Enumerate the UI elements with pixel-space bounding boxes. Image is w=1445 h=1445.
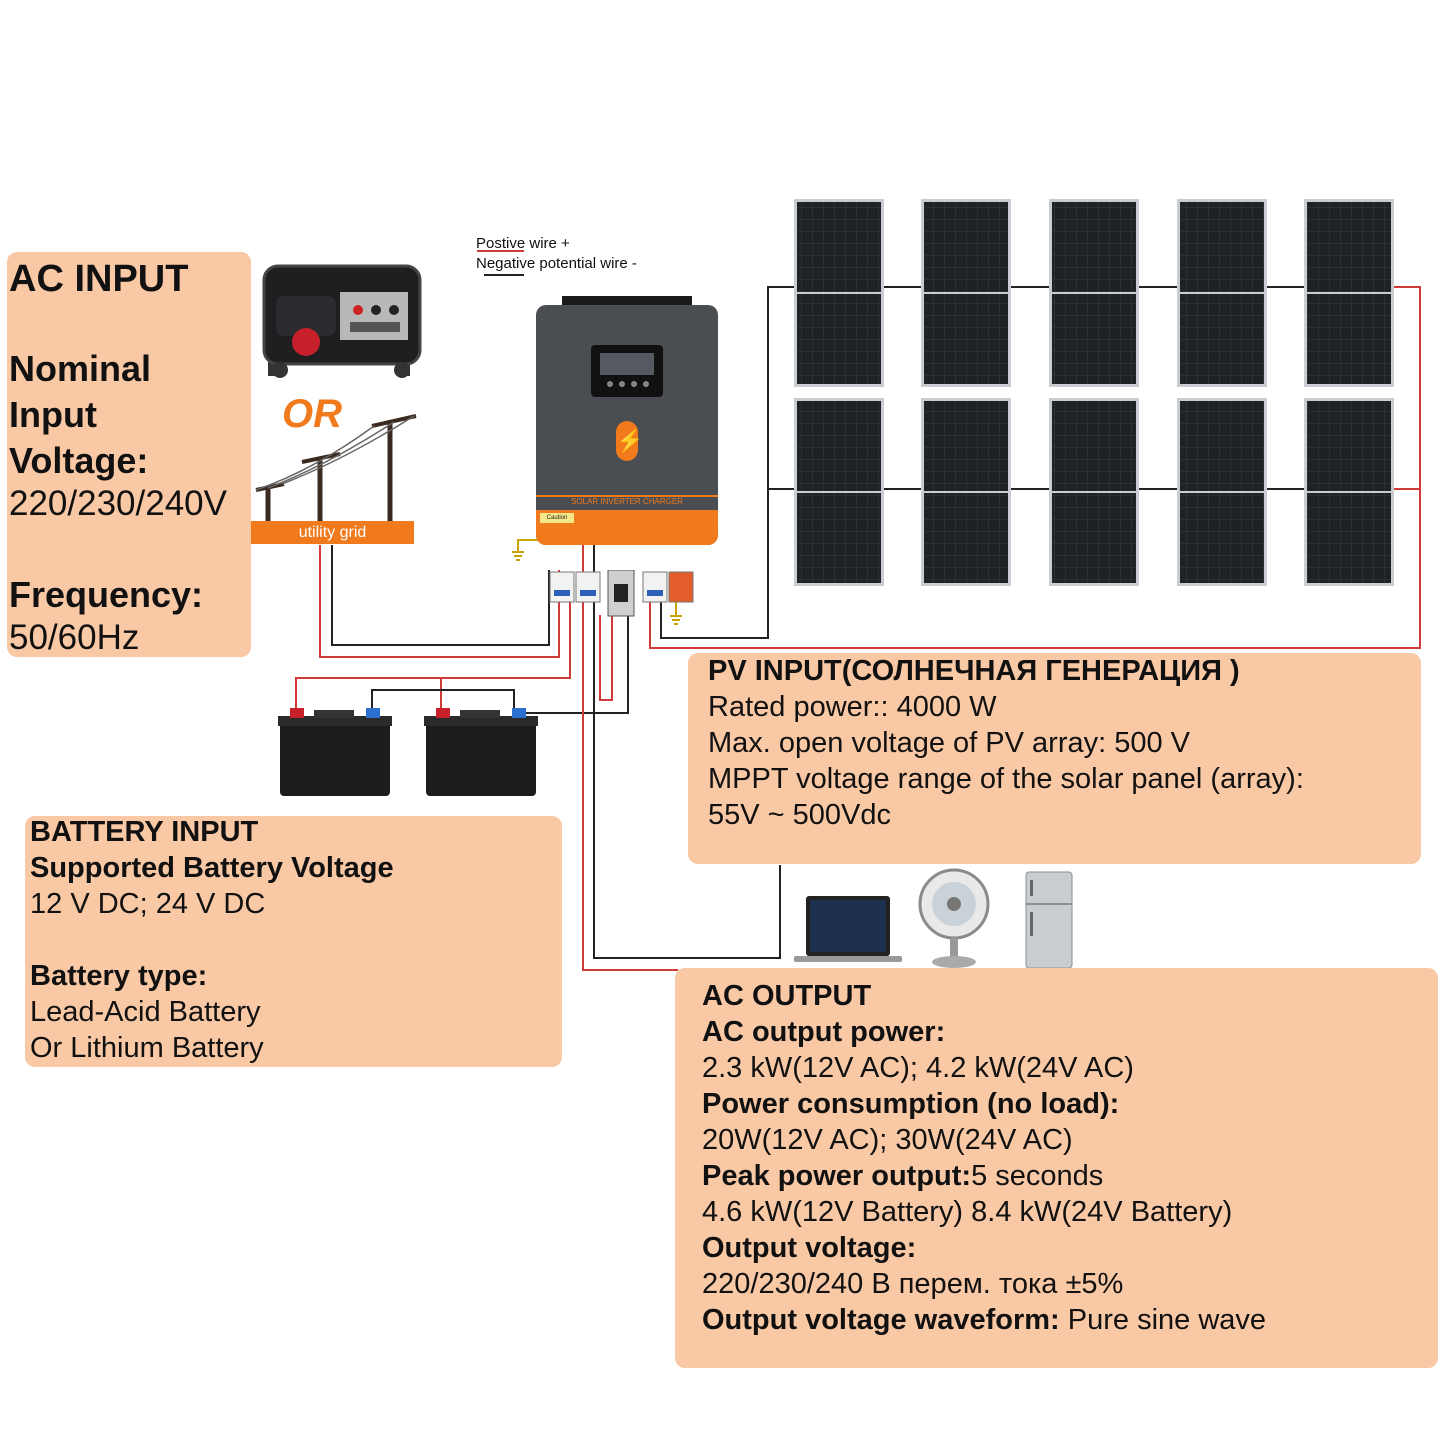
battery-voltage-label: Supported Battery Voltage (30, 852, 394, 884)
battery-type-value-1: Lead-Acid Battery (30, 996, 261, 1028)
inverter-display (591, 345, 663, 397)
positive-wire-legend: Postive wire + (476, 235, 570, 252)
ground-icon (512, 539, 540, 561)
refrigerator-icon (1025, 871, 1073, 969)
inverter-icon: ⚡ SOLAR INVERTER CHARGER Caution (536, 305, 718, 545)
ac-output-power-label: AC output power: (702, 1016, 946, 1048)
fan-icon (918, 868, 990, 968)
peak-power-line: Peak power output:5 seconds (702, 1160, 1103, 1193)
waveform-line: Output voltage waveform: Pure sine wave (702, 1304, 1266, 1337)
pv-input-panel: PV INPUT(СОЛНЕЧНАЯ ГЕНЕРАЦИЯ ) Rated pow… (688, 653, 1421, 864)
ac-output-power-value: 2.3 kW(12V AC); 4.2 kW(24V AC) (702, 1052, 1134, 1084)
power-consumption-label: Power consumption (no load): (702, 1088, 1120, 1120)
lightning-icon: ⚡ (616, 421, 643, 461)
output-voltage-value: 220/230/240 В перем. тока ±5% (702, 1268, 1124, 1300)
ac-output-title: AC OUTPUT (702, 980, 872, 1012)
inverter-mount-bracket (562, 296, 692, 306)
waveform-label: Output voltage waveform: (702, 1304, 1060, 1336)
peak-power-value: 4.6 kW(12V Battery) 8.4 kW(24V Battery) (702, 1196, 1233, 1228)
appliances (794, 868, 1073, 969)
grid-positive-wire (319, 545, 560, 658)
breaker-icon (549, 570, 694, 617)
frequency-value: 50/60Hz (9, 618, 140, 657)
battery-input-title: BATTERY INPUT (30, 816, 259, 848)
nominal-voltage-label-2: Input (9, 394, 97, 435)
nominal-voltage-label-1: Nominal (9, 348, 152, 389)
output-voltage-label: Output voltage: (702, 1232, 917, 1264)
battery-fuse-wire (599, 615, 613, 701)
or-label: OR (282, 392, 342, 436)
panel-series-links (884, 286, 1305, 490)
battery-negative-wire (514, 615, 629, 714)
ac-input-title: AC INPUT (9, 258, 189, 300)
battery-positive-wire (295, 600, 571, 713)
utility-grid-label: utility grid (251, 521, 414, 544)
peak-power-label: Peak power output: (702, 1160, 972, 1192)
solar-array (794, 199, 1394, 586)
power-pole-icon (255, 414, 417, 522)
ac-output-panel: AC OUTPUT AC output power: 2.3 kW(12V AC… (675, 968, 1438, 1368)
ground-icon (670, 600, 682, 625)
battery-icon (278, 708, 392, 796)
generator-icon (262, 264, 422, 378)
pv-positive-wire (649, 286, 1421, 649)
negative-wire-legend: Negative potential wire - (476, 255, 637, 272)
nominal-voltage-value: 220/230/240V (9, 484, 227, 523)
pv-rated-power: Rated power:: 4000 W (708, 691, 997, 723)
nominal-voltage-label-3: Voltage: (9, 440, 149, 481)
waveform-value: Pure sine wave (1059, 1304, 1267, 1336)
frequency-label: Frequency: (9, 574, 204, 615)
grid-negative-wire (331, 545, 550, 646)
solar-panel-icon (794, 199, 1394, 586)
pv-mppt-value: 55V ~ 500Vdc (708, 799, 892, 831)
inverter-label: SOLAR INVERTER CHARGER (571, 497, 683, 506)
ac-input-panel: AC INPUT Nominal Input Voltage: 220/230/… (7, 252, 251, 657)
battery-voltage-value: 12 V DC; 24 V DC (30, 888, 266, 920)
battery-type-value-2: Or Lithium Battery (30, 1032, 264, 1064)
battery-bank (278, 708, 538, 796)
battery-type-label: Battery type: (30, 960, 208, 992)
laptop-icon (794, 896, 902, 962)
pv-mppt-label: MPPT voltage range of the solar panel (a… (708, 763, 1304, 795)
power-consumption-value: 20W(12V AC); 30W(24V AC) (702, 1124, 1073, 1156)
warning-label: Caution (540, 513, 574, 523)
pv-max-open-voltage: Max. open voltage of PV array: 500 V (708, 727, 1190, 759)
peak-power-duration: 5 seconds (971, 1160, 1104, 1192)
pv-negative-wire (660, 286, 796, 639)
ac-output-negative-wire (593, 545, 781, 959)
pv-input-title: PV INPUT(СОЛНЕЧНАЯ ГЕНЕРАЦИЯ ) (708, 655, 1240, 687)
ac-output-positive-wire (582, 545, 678, 971)
battery-input-panel: BATTERY INPUT Supported Battery Voltage … (25, 816, 562, 1067)
battery-icon (424, 708, 538, 796)
battery-series-wire (371, 689, 515, 713)
